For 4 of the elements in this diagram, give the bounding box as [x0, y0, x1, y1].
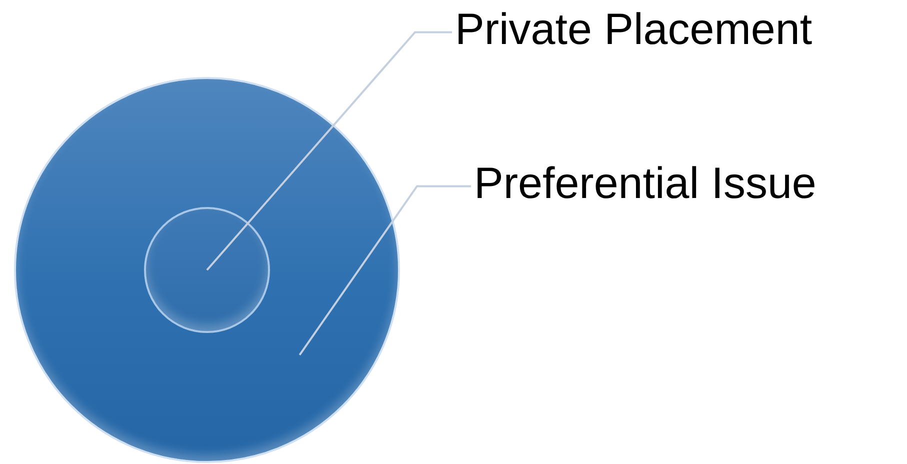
label-text: Preferential Issue	[474, 162, 816, 206]
leader-line	[206, 31, 452, 271]
label-text: Private Placement	[455, 8, 812, 52]
leader-line	[298, 185, 471, 356]
